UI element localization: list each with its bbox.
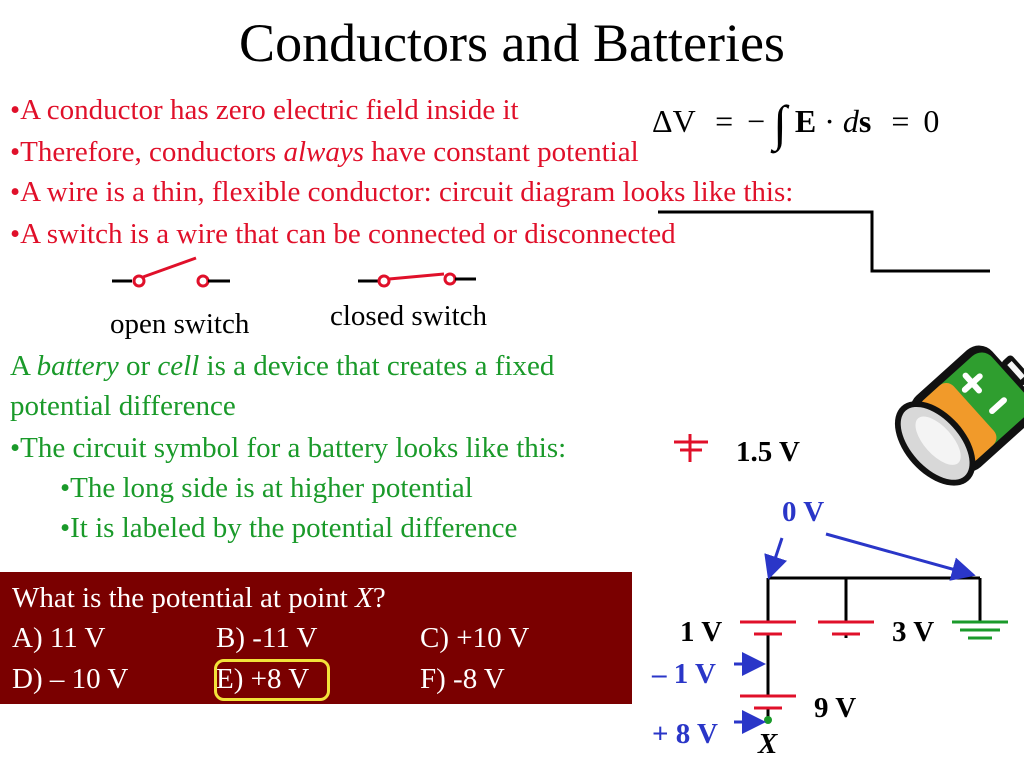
battery-def-or: or bbox=[118, 350, 158, 382]
point-x-dot bbox=[764, 716, 772, 724]
quiz-question-pre: What is the potential at point bbox=[12, 582, 356, 614]
battery-9v-label: 9 V bbox=[814, 692, 857, 724]
option-c[interactable]: C) +10 V bbox=[420, 622, 530, 654]
battery-clipart-icon bbox=[894, 345, 1024, 486]
battery-symbol-bullet: •The circuit symbol for a battery looks … bbox=[10, 432, 567, 464]
wire-diagram bbox=[658, 210, 990, 273]
battery-def-battery: battery bbox=[36, 350, 119, 382]
battery-voltage-label: 1.5 V bbox=[736, 436, 800, 468]
eq-minus: − bbox=[747, 103, 766, 139]
battery-definition: A battery or cell is a device that creat… bbox=[10, 350, 554, 383]
eq-E: E bbox=[794, 103, 817, 139]
option-b[interactable]: B) -11 V bbox=[216, 622, 318, 654]
eq-integral: ∫ bbox=[773, 95, 787, 151]
eq-equals-2: = bbox=[891, 103, 910, 139]
battery-definition-line2: potential difference bbox=[10, 390, 236, 422]
eq-s: s bbox=[858, 103, 872, 139]
point-x-label: X bbox=[758, 728, 778, 760]
labeled-bullet: •It is labeled by the potential differen… bbox=[60, 512, 518, 544]
plus-8v-label: + 8 V bbox=[652, 718, 718, 750]
bullet-constant-potential-pre: •Therefore, conductors bbox=[10, 136, 284, 168]
eq-d: d bbox=[842, 103, 859, 139]
quiz-panel bbox=[0, 572, 632, 704]
battery-symbol bbox=[674, 434, 708, 462]
battery-def-cell: cell bbox=[157, 350, 200, 382]
page-title: Conductors and Batteries bbox=[239, 13, 785, 73]
quiz-question-var: X bbox=[355, 582, 373, 614]
battery-def-a: A bbox=[10, 350, 37, 382]
option-f[interactable]: F) -8 V bbox=[420, 663, 505, 695]
minus-1v-label: – 1 V bbox=[652, 658, 716, 690]
closed-switch-symbol bbox=[358, 272, 476, 288]
quiz-question-post: ? bbox=[372, 582, 386, 614]
open-switch-label: open switch bbox=[110, 308, 250, 340]
bullet-always: always bbox=[283, 136, 365, 168]
bullet-switch: •A switch is a wire that can be connecte… bbox=[10, 218, 676, 250]
bullet-zero-field: •A conductor has zero electric field ins… bbox=[10, 94, 519, 126]
bullet-constant-potential: •Therefore, conductors always have const… bbox=[10, 136, 639, 169]
quiz-question: What is the potential at point X? bbox=[12, 582, 386, 615]
bullet-constant-potential-post: have constant potential bbox=[364, 136, 639, 168]
eq-lhs: ΔV bbox=[652, 103, 696, 139]
circuit-diagram bbox=[766, 576, 982, 718]
circuit-batteries bbox=[740, 620, 874, 710]
option-d[interactable]: D) – 10 V bbox=[12, 663, 129, 695]
ground-zero-label: 0 V bbox=[782, 496, 825, 528]
open-switch-symbol bbox=[112, 256, 230, 288]
potential-equation: ΔV = − ∫ E · ds = 0 bbox=[652, 86, 940, 151]
option-e[interactable]: E) +8 V bbox=[216, 663, 310, 695]
battery-def-rest: is a device that creates a fixed bbox=[199, 350, 555, 382]
eq-dot: · bbox=[824, 103, 835, 139]
battery-3v-label: 3 V bbox=[892, 616, 935, 648]
battery-1v-label: 1 V bbox=[680, 616, 723, 648]
annotation-arrows bbox=[734, 532, 976, 734]
option-a[interactable]: A) 11 V bbox=[12, 622, 106, 654]
eq-equals-1: = bbox=[715, 103, 734, 139]
eq-zero: 0 bbox=[923, 103, 940, 139]
ground-symbol bbox=[952, 620, 1008, 640]
correct-answer-highlight bbox=[214, 659, 330, 701]
closed-switch-label: closed switch bbox=[330, 300, 488, 332]
long-side-bullet: •The long side is at higher potential bbox=[60, 472, 473, 504]
bullet-wire: •A wire is a thin, flexible conductor: c… bbox=[10, 176, 794, 208]
